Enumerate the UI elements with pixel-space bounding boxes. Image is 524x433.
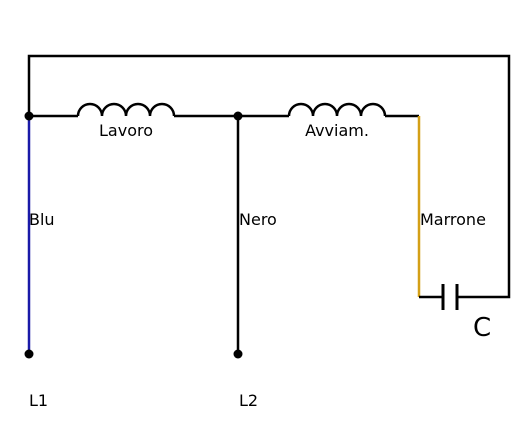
label-main-winding: Lavoro [99, 121, 153, 140]
label-terminal-l1: L1 [29, 391, 48, 410]
terminal-node-l2 [233, 349, 243, 359]
junction-node-middle [233, 111, 243, 121]
label-blue-wire: Blu [29, 210, 55, 229]
start-winding-coil [287, 102, 387, 117]
label-brown-wire: Marrone [420, 210, 486, 229]
terminal-node-l1 [24, 349, 34, 359]
label-start-winding: Avviam. [305, 121, 369, 140]
top-loop-wire [27, 54, 511, 299]
label-terminal-l2: L2 [239, 391, 258, 410]
label-capacitor: C [473, 313, 491, 343]
junction-node-left [24, 111, 34, 121]
label-black-wire: Nero [239, 210, 277, 229]
main-winding-coil [76, 102, 176, 117]
